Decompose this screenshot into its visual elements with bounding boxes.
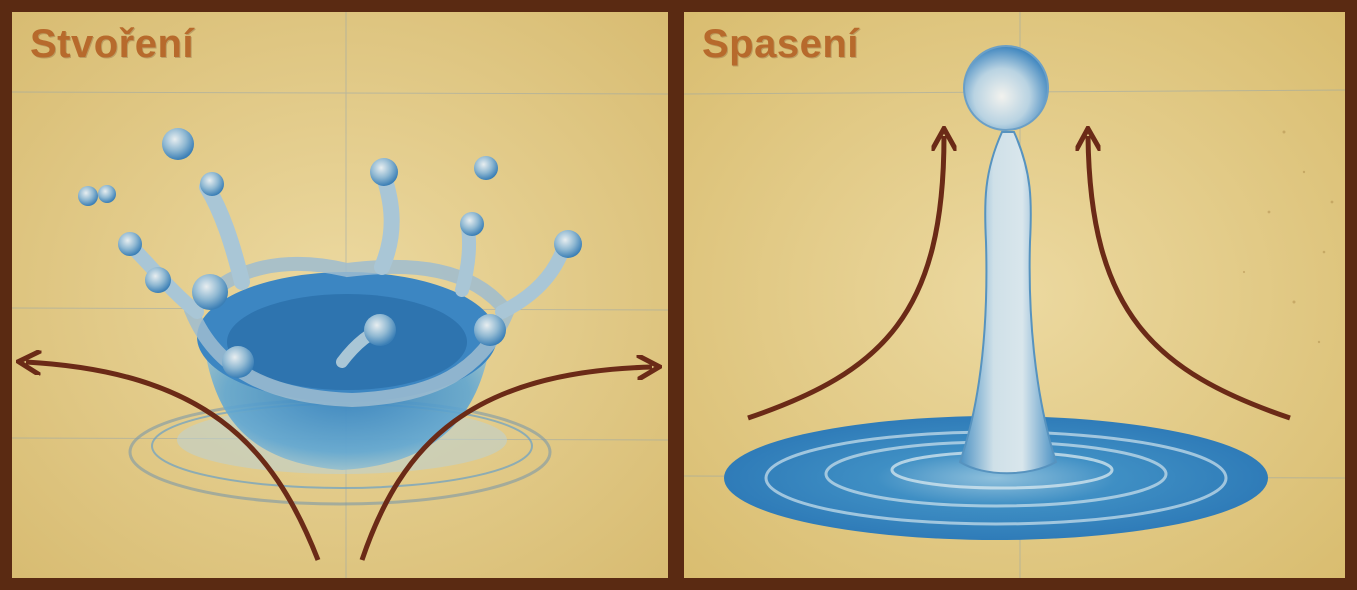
panel-title-creation: Stvoření bbox=[30, 22, 195, 66]
arrow-up-right-icon bbox=[1088, 136, 1291, 421]
panel-title-salvation: Spasení bbox=[702, 22, 859, 66]
arrow-up-left-icon bbox=[747, 136, 944, 421]
water-drop bbox=[963, 45, 1049, 131]
paper-speckles bbox=[1242, 130, 1334, 344]
panel-salvation: Spasení bbox=[684, 12, 1345, 578]
water-crown bbox=[78, 128, 582, 470]
water-column-drawing bbox=[684, 12, 1345, 578]
crown-splash-drawing bbox=[12, 12, 668, 578]
arrow-left-icon bbox=[26, 362, 321, 561]
arrow-right-icon bbox=[359, 367, 652, 561]
panel-creation: Stvoření bbox=[12, 12, 668, 578]
water-column bbox=[958, 131, 1058, 475]
